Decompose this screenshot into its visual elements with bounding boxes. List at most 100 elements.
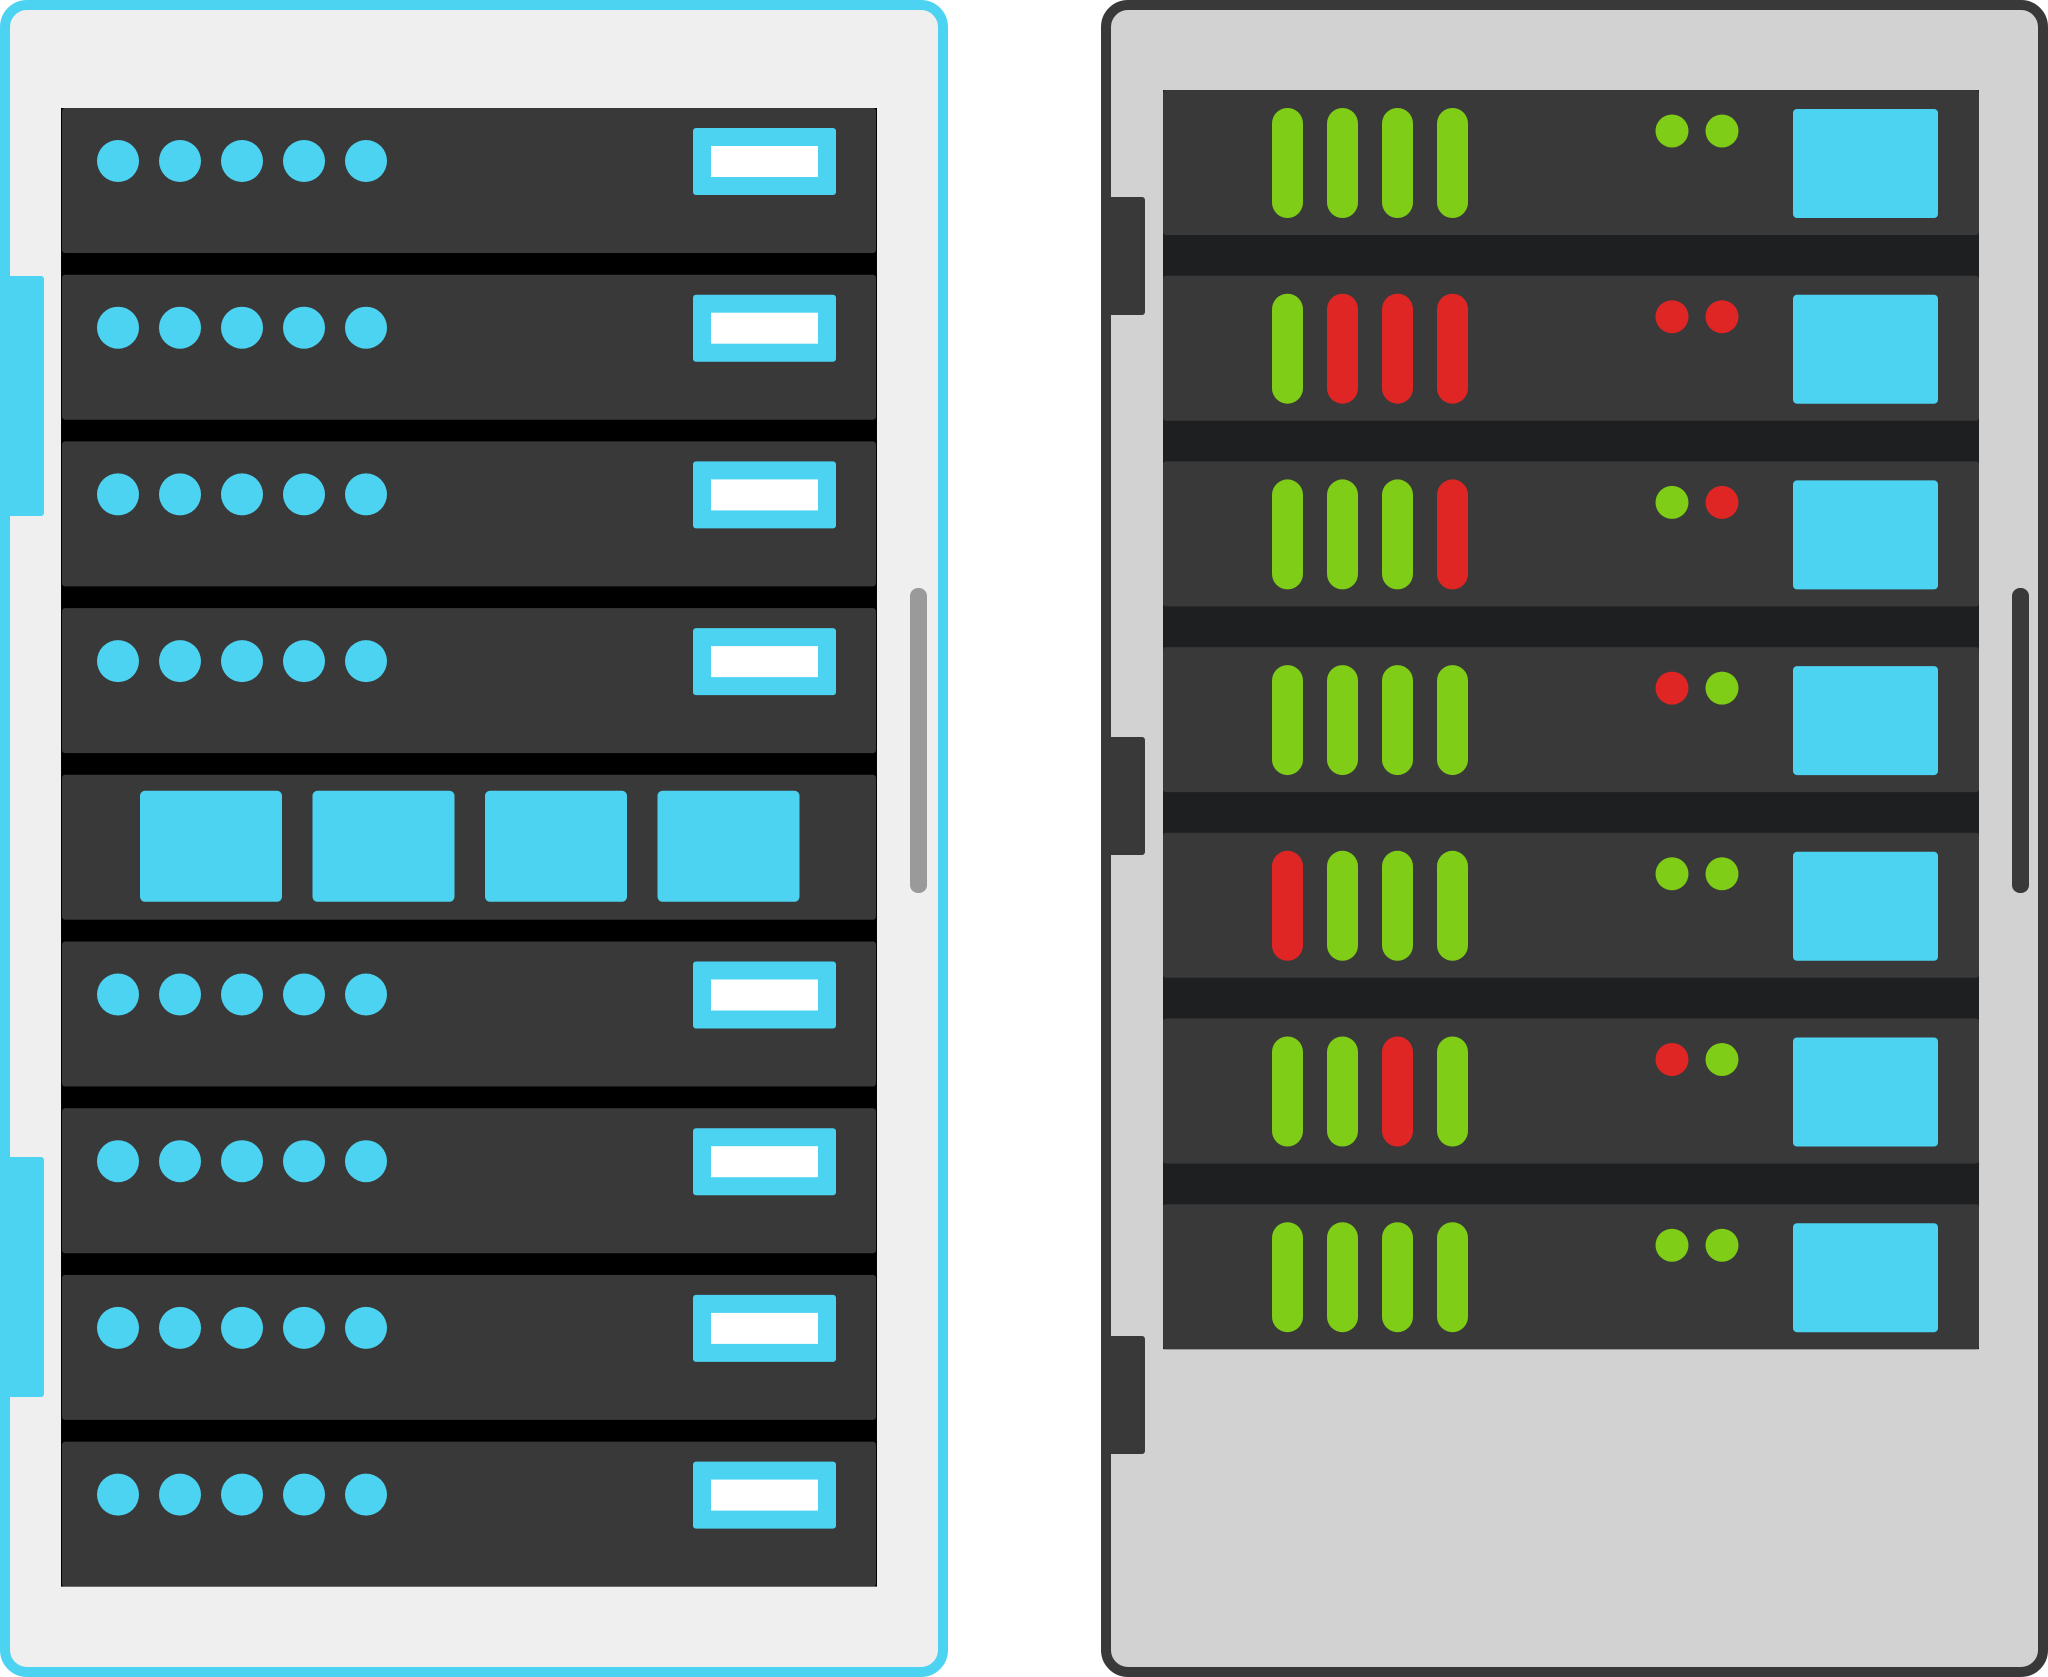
server-unit-face [62,274,876,420]
status-led-icon [345,973,387,1016]
status-led-icon [283,473,325,516]
status-bar-indicator [1327,665,1358,776]
status-bar-indicator [1382,1036,1413,1147]
status-led-icon [283,1140,325,1183]
left-server-unit [62,274,876,420]
status-led-icon [345,140,387,182]
status-bar-indicator [1272,665,1303,776]
status-led-icon [283,306,325,349]
right-server-rack [1101,0,2048,1677]
status-led-icon [97,140,139,182]
server-unit-face [62,1274,876,1420]
status-bar-indicator [1382,108,1413,218]
server-unit-face [1163,90,1979,235]
status-bar-indicator [1382,293,1413,404]
left-server-unit [62,1108,876,1254]
left-server-rack [0,0,948,1677]
status-bar-indicator [1272,1036,1303,1147]
panel-block [485,790,627,902]
drive-slot [711,646,818,678]
right-hinge [1106,197,1145,315]
right-door-handle [2012,588,2029,893]
status-dot-icon [1655,114,1689,148]
status-bar-indicator [1437,1222,1468,1333]
right-hinge [1106,737,1145,855]
status-bar-indicator [1437,479,1468,590]
panel-block [657,790,800,902]
panel-block [140,790,282,902]
drive-panel [1793,109,1938,218]
status-bar-indicator [1272,1222,1303,1333]
status-bar-indicator [1437,108,1468,218]
status-led-icon [221,1473,263,1516]
status-led-icon [283,1473,325,1516]
drive-slot [711,1479,818,1511]
status-led-icon [97,1306,139,1349]
server-unit-face [62,1108,876,1254]
status-led-icon [97,973,139,1016]
status-led-icon [221,1140,263,1183]
status-dot-icon [1705,857,1739,891]
drive-panel [1793,851,1938,961]
server-unit-face [1163,1018,1979,1164]
drive-panel [1793,1037,1938,1147]
status-bar-indicator [1327,1036,1358,1147]
server-unit-face [1163,832,1979,978]
left-server-unit [62,108,876,253]
status-led-icon [221,1306,263,1349]
status-led-icon [283,640,325,683]
drive-panel [1793,666,1938,776]
server-unit-face [62,941,876,1087]
server-unit-face [62,441,876,587]
left-server-unit [62,608,876,754]
status-bar-indicator [1437,665,1468,776]
status-dot-icon [1655,1228,1689,1262]
status-led-icon [221,140,263,182]
status-dot-icon [1655,485,1689,519]
right-server-unit [1163,275,1979,421]
status-led-icon [159,1473,201,1516]
status-led-icon [283,140,325,182]
status-led-icon [97,1473,139,1516]
right-server-unit [1163,647,1979,793]
status-led-icon [159,1140,201,1183]
status-bar-indicator [1327,1222,1358,1333]
status-led-icon [345,473,387,516]
server-unit-face [62,1441,876,1587]
status-led-icon [159,473,201,516]
status-dot-icon [1705,114,1739,148]
status-led-icon [221,640,263,683]
status-bar-indicator [1327,850,1358,961]
status-bar-indicator [1437,850,1468,961]
drive-panel [1793,294,1938,404]
right-server-unit [1163,1204,1979,1350]
status-dot-icon [1705,1228,1739,1262]
drive-slot [711,479,818,511]
status-led-icon [221,306,263,349]
left-door-handle [910,588,927,893]
left-hinge-bottom [4,1157,44,1397]
drive-panel [1793,480,1938,590]
status-led-icon [283,1306,325,1349]
status-bar-indicator [1327,479,1358,590]
drive-slot [711,312,818,344]
status-bar-indicator [1272,108,1303,218]
left-server-unit [62,1441,876,1587]
panel-block [312,790,455,902]
status-led-icon [345,1473,387,1516]
server-unit-face [62,608,876,754]
server-unit-face [1163,647,1979,793]
status-dot-icon [1655,300,1689,334]
server-unit-face [1163,1204,1979,1350]
left-server-unit [62,941,876,1087]
status-led-icon [97,640,139,683]
status-bar-indicator [1327,293,1358,404]
status-led-icon [159,140,201,182]
status-led-icon [159,640,201,683]
status-led-icon [97,306,139,349]
drive-slot [711,1312,818,1344]
status-bar-indicator [1382,665,1413,776]
status-dot-icon [1705,300,1739,334]
status-led-icon [221,473,263,516]
